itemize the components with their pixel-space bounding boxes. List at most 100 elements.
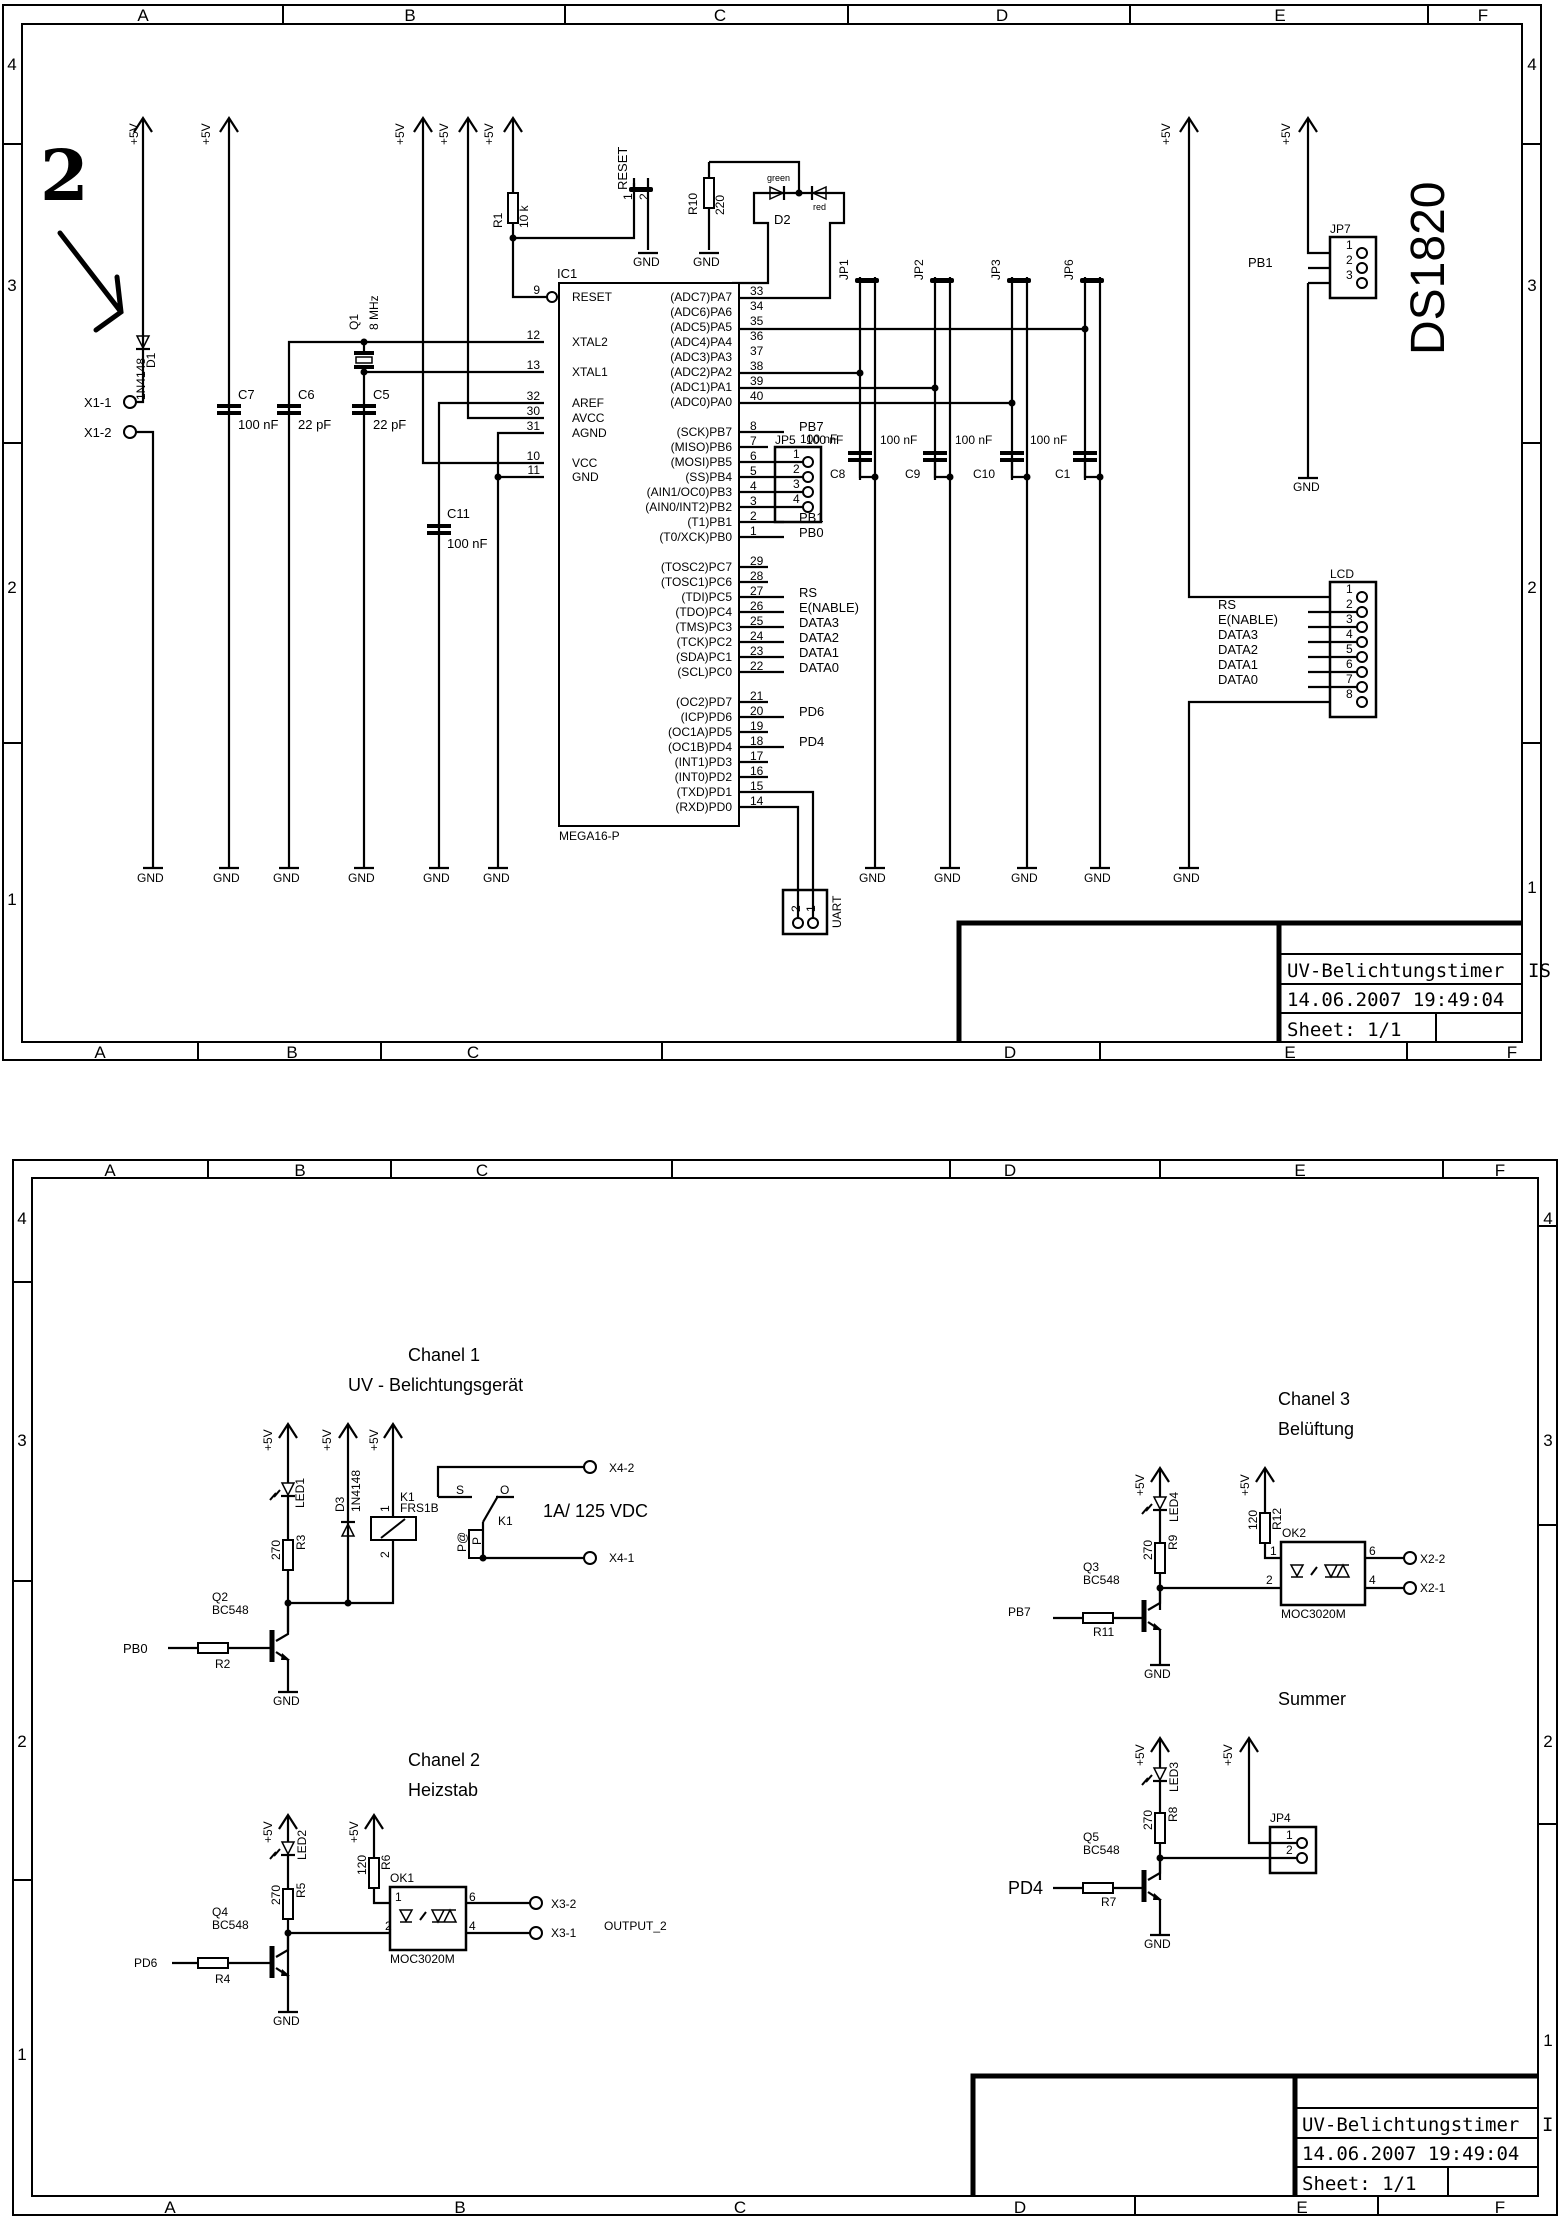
r-base-ref: R2 xyxy=(215,1657,231,1671)
title-block-title: UV-Belichtungstimer xyxy=(1302,2114,1519,2136)
title-block-overflow: I xyxy=(1542,2114,1553,2136)
pin-number: 15 xyxy=(750,779,764,793)
reset-ref: RESET xyxy=(615,147,630,190)
terminal-label: X2-2 xyxy=(1420,1552,1446,1566)
pin-number: 19 xyxy=(750,719,764,733)
pin-label: 8 xyxy=(1346,687,1353,701)
pin-number: 30 xyxy=(527,404,541,418)
title-block-title: UV-Belichtungstimer xyxy=(1287,960,1504,982)
crystal-q1: Q1 8 MHz C5 22 pF GND xyxy=(347,295,544,885)
title-block-datetime: 14.06.2007 19:49:04 xyxy=(1287,989,1504,1011)
pin-number: 17 xyxy=(750,749,764,763)
d1-ref: D1 xyxy=(144,352,158,368)
opto-ref: OK1 xyxy=(390,1871,414,1885)
terminal-x1-1[interactable] xyxy=(123,395,137,409)
arrow-icon xyxy=(57,230,124,333)
channel-title: Summer xyxy=(1278,1689,1346,1709)
title-block-sheet: Sheet: 1/1 xyxy=(1287,1019,1401,1041)
lcd-header[interactable] xyxy=(1328,580,1378,719)
c10-ref: C10 xyxy=(973,467,995,481)
jp4-ref: JP4 xyxy=(1270,1811,1291,1825)
net-label: DATA2 xyxy=(799,630,839,645)
c6-value: 22 pF xyxy=(298,417,331,432)
row-label: 4 xyxy=(7,55,16,74)
net-label: DATA3 xyxy=(799,615,839,630)
col-label: C xyxy=(467,1043,479,1062)
terminal-x2-1[interactable] xyxy=(1403,1581,1417,1595)
terminal-x2-2[interactable] xyxy=(1403,1551,1417,1565)
gnd-label: GND xyxy=(859,871,886,885)
pin-name: (ADC6)PA6 xyxy=(670,305,732,319)
red-led-icon xyxy=(811,185,827,201)
pin-label: 1 xyxy=(1346,582,1353,596)
vcc-label: +5V xyxy=(437,123,451,145)
pin-name: (TDO)PC4 xyxy=(675,605,732,619)
vcc-label: +5V xyxy=(1279,123,1293,145)
pin-label: 1 xyxy=(395,1890,402,1904)
pin-number: 29 xyxy=(750,554,764,568)
uart-header[interactable] xyxy=(781,888,829,936)
col-label: B xyxy=(294,1161,305,1180)
pin-number: 27 xyxy=(750,584,764,598)
r-base-ref: R7 xyxy=(1101,1895,1117,1909)
pin-number: 39 xyxy=(750,374,764,388)
jp7-header[interactable] xyxy=(1328,235,1378,300)
jp4-header[interactable] xyxy=(1268,1825,1318,1875)
pin-label: 2 xyxy=(378,1551,392,1558)
capacitor-c7: +5V C7 100 nF GND xyxy=(199,115,279,885)
transistor-ref: Q3 xyxy=(1083,1560,1099,1574)
lcd-pin xyxy=(1356,696,1368,708)
row-label: 3 xyxy=(1527,276,1536,295)
jumper-icon xyxy=(930,278,954,283)
jumper-icon xyxy=(855,278,879,283)
net-label: PD4 xyxy=(799,734,824,749)
terminal-x1-2[interactable] xyxy=(123,425,137,439)
pin-number: 36 xyxy=(750,329,764,343)
diode-value: 1N4148 xyxy=(349,1470,363,1512)
opto-part: MOC3020M xyxy=(1281,1607,1346,1621)
pin-number: 18 xyxy=(750,734,764,748)
terminal-x4-2[interactable] xyxy=(583,1460,597,1474)
gnd-label: GND xyxy=(1144,1667,1171,1681)
vcc-label: +5V xyxy=(482,123,496,145)
mcu-supply-nets: +5V +5V C11 100 nF GND GND +5V R1 10 k xyxy=(393,115,636,885)
power-input-d1: +5V D1 1N4148 X1-1 X1-2 GND xyxy=(84,115,164,885)
gnd-label: GND xyxy=(483,871,510,885)
channel-subtitle: Belüftung xyxy=(1278,1419,1354,1439)
title-block-overflow: IS xyxy=(1528,960,1551,982)
pin-name: (ADC4)PA4 xyxy=(670,335,732,349)
jp6-ref: JP6 xyxy=(1062,259,1076,280)
title-block-sheet: Sheet: 1/1 xyxy=(1302,2173,1416,2195)
transistor-part: BC548 xyxy=(212,1918,249,1932)
gnd-label: GND xyxy=(1293,480,1320,494)
jp5-header[interactable] xyxy=(773,445,823,524)
c9-value: 100 nF xyxy=(880,433,917,447)
pin-number: 4 xyxy=(750,479,757,493)
terminal-x3-1[interactable] xyxy=(529,1926,543,1940)
channel-title: Chanel 3 xyxy=(1278,1389,1350,1409)
r-led-value: 270 xyxy=(269,1885,283,1905)
pin-number: 24 xyxy=(750,629,764,643)
channel-3: Chanel 3 Belüftung +5V LED4 270 R9 +5V 1… xyxy=(1008,1389,1446,1681)
terminal-x4-1[interactable] xyxy=(583,1551,597,1565)
jp5-ref: JP5 xyxy=(775,433,796,447)
lcd-pin xyxy=(1356,651,1368,663)
c5-value: 22 pF xyxy=(373,417,406,432)
col-label: A xyxy=(104,1161,116,1180)
gnd-label: GND xyxy=(213,871,240,885)
pin-number: 23 xyxy=(750,644,764,658)
net-label: PB1 xyxy=(1248,255,1273,270)
reset-jumper[interactable]: RESET 1 2 GND xyxy=(615,147,660,269)
pin-number: 1 xyxy=(750,524,757,538)
vcc-label: +5V xyxy=(393,123,407,145)
col-label: F xyxy=(1507,1043,1517,1062)
row-label: 2 xyxy=(17,1732,26,1751)
pin-name: (RXD)PD0 xyxy=(675,800,732,814)
terminal-x3-2[interactable] xyxy=(529,1896,543,1910)
terminal-label: X3-1 xyxy=(551,1926,577,1940)
transistor-part: BC548 xyxy=(1083,1573,1120,1587)
pin-label: 1 xyxy=(621,193,635,200)
c11-ref: C11 xyxy=(447,506,470,521)
pin-name: (SDA)PC1 xyxy=(676,650,732,664)
green-led-icon xyxy=(769,185,785,201)
